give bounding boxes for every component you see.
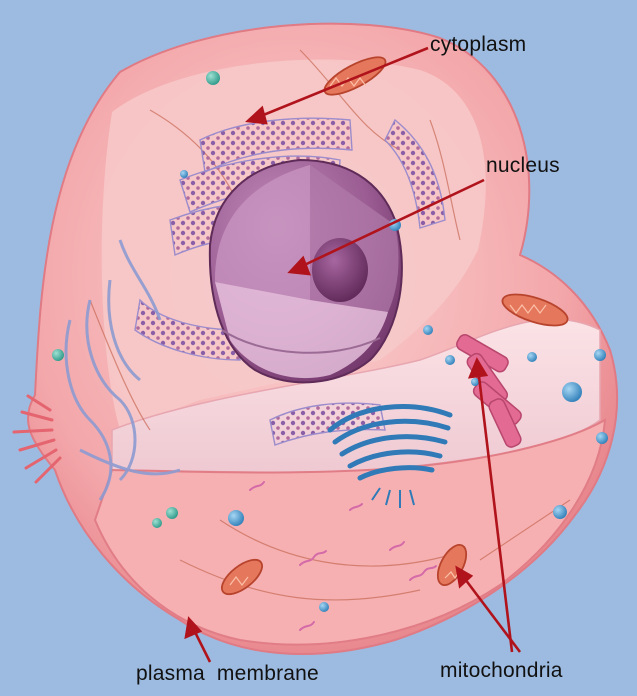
label-mitochondria: mitochondria xyxy=(440,659,563,683)
label-cytoplasm: cytoplasm xyxy=(430,33,526,57)
label-nucleus: nucleus xyxy=(486,154,560,178)
label-plasma-membrane: plasma membrane xyxy=(136,662,319,686)
